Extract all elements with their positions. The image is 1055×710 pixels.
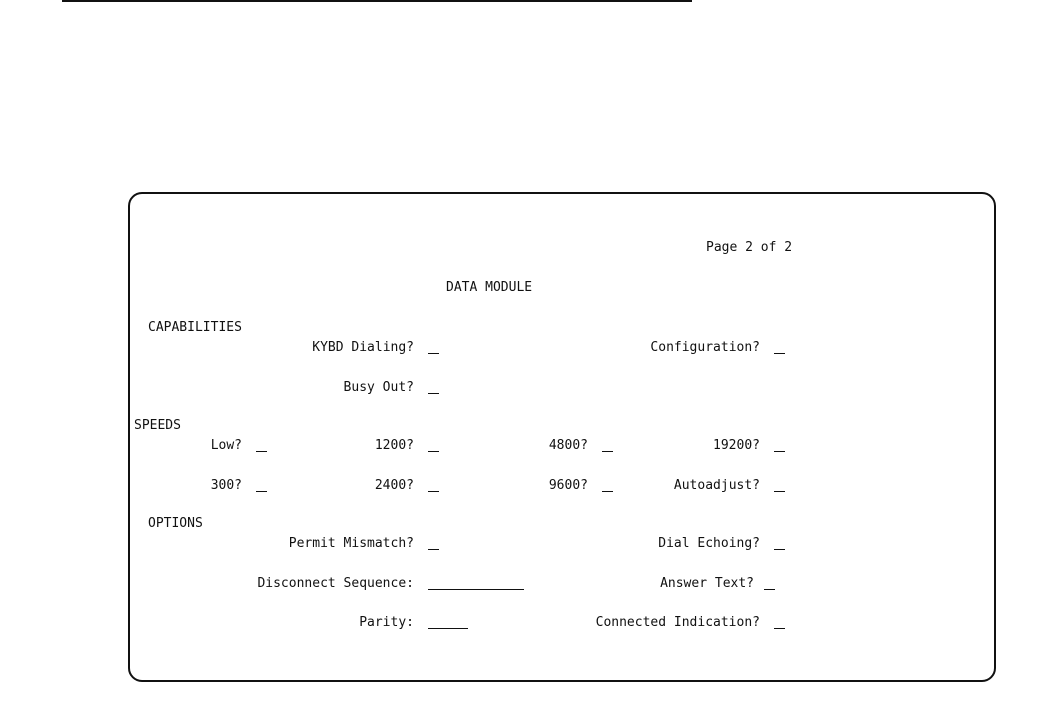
configuration-field[interactable]: [774, 353, 785, 354]
page-indicator: Page 2 of 2: [706, 240, 793, 255]
connected-indication-field[interactable]: [774, 628, 785, 629]
speed-2400-label: 2400?: [374, 478, 414, 493]
disconnect-sequence-label: Disconnect Sequence:: [257, 576, 414, 591]
dial-echoing-field[interactable]: [774, 549, 785, 550]
configuration-label: Configuration?: [650, 340, 760, 355]
section-speeds: SPEEDS: [134, 418, 181, 433]
speed-4800-label: 4800?: [548, 438, 588, 453]
speed-low-label: Low?: [210, 438, 242, 453]
answer-text-field[interactable]: [764, 589, 775, 590]
permit-mismatch-field[interactable]: [428, 549, 439, 550]
dial-echoing-label: Dial Echoing?: [658, 536, 760, 551]
autoadjust-field[interactable]: [774, 491, 785, 492]
speed-19200-label: 19200?: [713, 438, 760, 453]
connected-indication-label: Connected Indication?: [595, 615, 760, 630]
busy-out-field[interactable]: [428, 393, 439, 394]
disconnect-sequence-field[interactable]: [428, 589, 524, 590]
top-rule: [62, 0, 692, 2]
form-title: DATA MODULE: [446, 280, 533, 295]
speed-19200-field[interactable]: [774, 451, 785, 452]
permit-mismatch-label: Permit Mismatch?: [288, 536, 414, 551]
speed-4800-field[interactable]: [602, 451, 613, 452]
speed-9600-label: 9600?: [548, 478, 588, 493]
speed-300-label: 300?: [210, 478, 242, 493]
speed-2400-field[interactable]: [428, 491, 439, 492]
kybd-dialing-label: KYBD Dialing?: [312, 340, 414, 355]
parity-label: Parity:: [359, 615, 414, 630]
autoadjust-label: Autoadjust?: [673, 478, 760, 493]
parity-field[interactable]: [428, 628, 468, 629]
section-capabilities: CAPABILITIES: [148, 320, 242, 335]
section-options: OPTIONS: [148, 516, 203, 531]
speed-low-field[interactable]: [256, 451, 267, 452]
busy-out-label: Busy Out?: [343, 380, 414, 395]
kybd-dialing-field[interactable]: [428, 353, 439, 354]
speed-1200-label: 1200?: [374, 438, 414, 453]
speed-1200-field[interactable]: [428, 451, 439, 452]
answer-text-label: Answer Text?: [660, 576, 754, 591]
data-module-form-screen: Page 2 of 2 DATA MODULE CAPABILITIES KYB…: [128, 192, 996, 682]
speed-9600-field[interactable]: [602, 491, 613, 492]
speed-300-field[interactable]: [256, 491, 267, 492]
